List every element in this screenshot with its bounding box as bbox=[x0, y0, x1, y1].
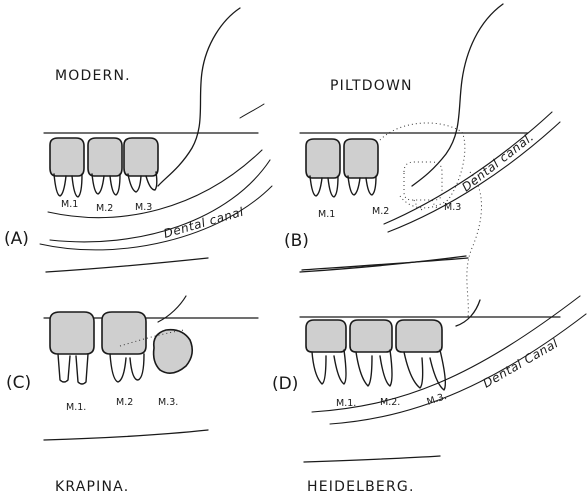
canal-upper-line bbox=[384, 112, 552, 224]
molar-m1 bbox=[306, 139, 340, 197]
dental-canal-label: Dental Canal bbox=[481, 336, 561, 390]
panel-modern: MODERN. M.1 M.2 M.3 Dental canal (A) bbox=[4, 8, 272, 272]
tooth-label-m1: M.1 bbox=[318, 209, 335, 220]
dental-canal-label: Dental canal. bbox=[459, 130, 536, 195]
jaw-base-line bbox=[46, 258, 208, 272]
ramus-outline bbox=[158, 8, 240, 186]
tooth-label-m2: M.2 bbox=[372, 206, 389, 217]
dental-canal-label: Dental canal bbox=[162, 205, 246, 241]
molar-m2 bbox=[350, 320, 392, 386]
molar-m3 bbox=[154, 330, 193, 373]
jaw-base-line bbox=[304, 456, 440, 462]
panel-title-modern: MODERN. bbox=[55, 68, 131, 84]
jaw-base-line bbox=[44, 430, 208, 440]
panel-letter-a: (A) bbox=[4, 229, 29, 249]
molar-m1 bbox=[306, 320, 346, 384]
molar-m3 bbox=[124, 138, 158, 192]
tooth-label-m1: M.1. bbox=[66, 402, 86, 413]
molar-m2 bbox=[102, 312, 146, 382]
panel-title-heidelberg: HEIDELBERG. bbox=[307, 479, 415, 495]
molar-m2 bbox=[344, 139, 378, 195]
tooth-label-m3: M.3. bbox=[158, 397, 178, 408]
molar-m3 bbox=[396, 320, 445, 390]
molar-m1 bbox=[50, 312, 94, 384]
tooth-label-m2: M.2 bbox=[96, 203, 113, 214]
molar-m3-restored bbox=[404, 162, 442, 210]
panel-title-krapina: KRAPINA. bbox=[55, 479, 129, 495]
restored-region-outline bbox=[467, 172, 482, 318]
molar-m1 bbox=[50, 138, 84, 197]
tooth-label-m2: M.2. bbox=[380, 397, 400, 408]
restored-region-outline bbox=[380, 123, 465, 208]
molar-m2 bbox=[88, 138, 122, 195]
tooth-label-m3: M.3 bbox=[444, 202, 461, 213]
panel-letter-b: (B) bbox=[284, 231, 309, 251]
panel-heidelberg: M.1. M.2. M.3. Dental Canal (D) HEIDELBE… bbox=[272, 172, 586, 495]
panel-letter-d: (D) bbox=[272, 374, 298, 394]
tooth-label-m1: M.1 bbox=[61, 199, 78, 210]
tooth-label-m3: M.3. bbox=[426, 391, 449, 408]
tooth-label-m2: M.2 bbox=[116, 397, 133, 408]
panel-piltdown: PILTDOWN M.1 M.2 M.3 Dental canal. (B) bbox=[284, 4, 560, 272]
upper-jaw-line bbox=[302, 258, 468, 270]
panel-title-piltdown: PILTDOWN bbox=[330, 78, 413, 94]
panel-krapina: M.1. M.2 M.3. (C) KRAPINA. bbox=[6, 296, 258, 495]
bone-edge bbox=[240, 104, 264, 118]
panel-letter-c: (C) bbox=[6, 373, 31, 393]
